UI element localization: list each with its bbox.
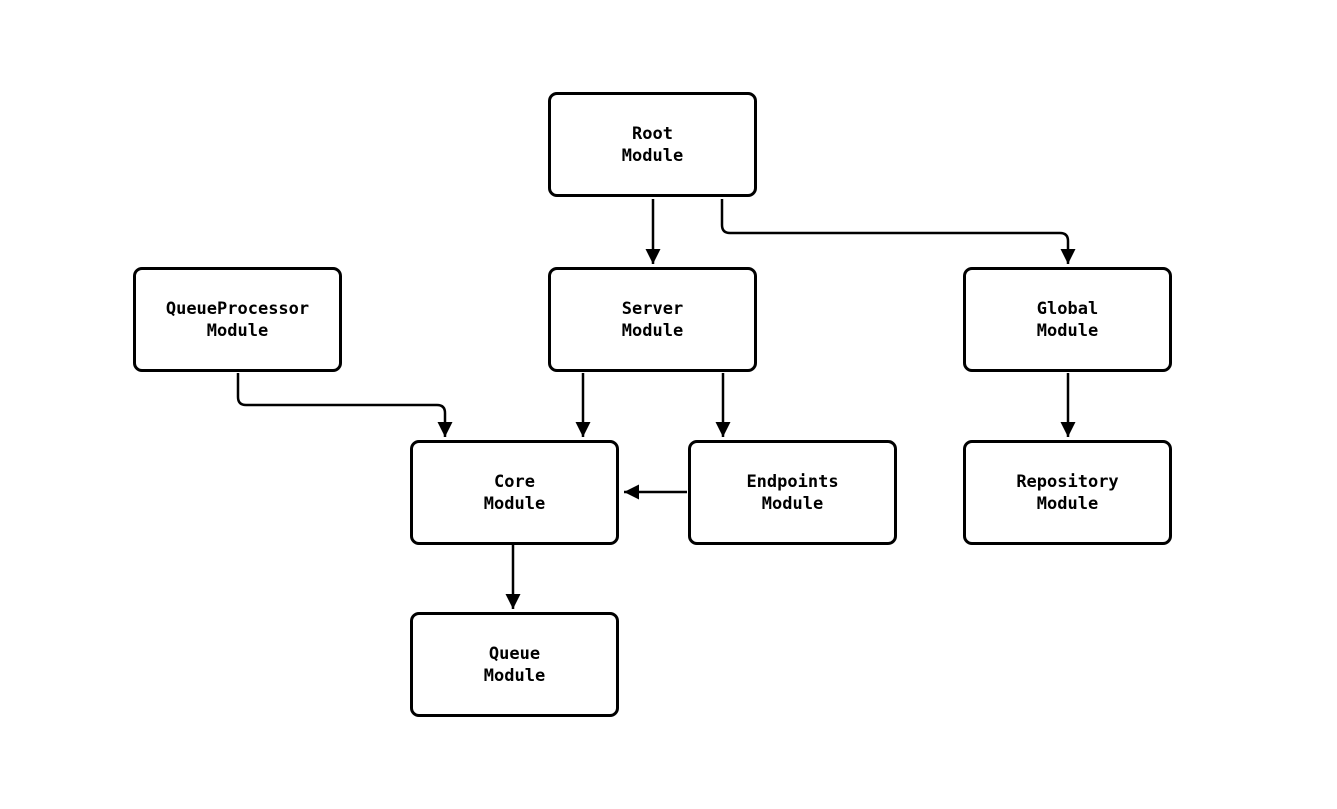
node-queueprocessor-title: QueueProcessor [165,298,310,319]
node-queue-label: Queue Module [484,643,545,687]
node-endpoints-subtitle: Module [761,493,824,514]
edge-queueprocessor-to-core-arrow [236,373,453,437]
node-global-subtitle: Module [1036,320,1099,341]
node-queue-title: Queue [488,643,541,664]
node-endpoints-module: Endpoints Module [688,440,897,545]
node-queue-subtitle: Module [483,665,546,686]
node-core-module: Core Module [410,440,619,545]
node-root-title: Root [632,123,673,144]
node-queueprocessor-subtitle: Module [206,320,269,341]
node-server-title: Server [621,298,684,319]
node-core-label: Core Module [484,471,545,515]
node-endpoints-label: Endpoints Module [746,471,838,515]
node-endpoints-title: Endpoints [746,471,839,492]
node-global-label: Global Module [1037,298,1098,342]
node-server-module: Server Module [548,267,757,372]
node-repository-title: Repository [1016,471,1119,492]
node-root-module: Root Module [548,92,757,197]
node-root-label: Root Module [622,123,683,167]
node-core-title: Core [494,471,535,492]
node-repository-subtitle: Module [1036,493,1099,514]
node-server-subtitle: Module [621,320,684,341]
node-queue-module: Queue Module [410,612,619,717]
node-core-subtitle: Module [483,493,546,514]
edge-root-to-global-arrow [720,199,1076,264]
node-repository-label: Repository Module [1016,471,1118,515]
node-root-subtitle: Module [621,145,684,166]
node-global-module: Global Module [963,267,1172,372]
node-queueprocessor-label: QueueProcessor Module [166,298,309,342]
node-repository-module: Repository Module [963,440,1172,545]
node-global-title: Global [1036,298,1099,319]
node-queueprocessor-module: QueueProcessor Module [133,267,342,372]
node-server-label: Server Module [622,298,683,342]
